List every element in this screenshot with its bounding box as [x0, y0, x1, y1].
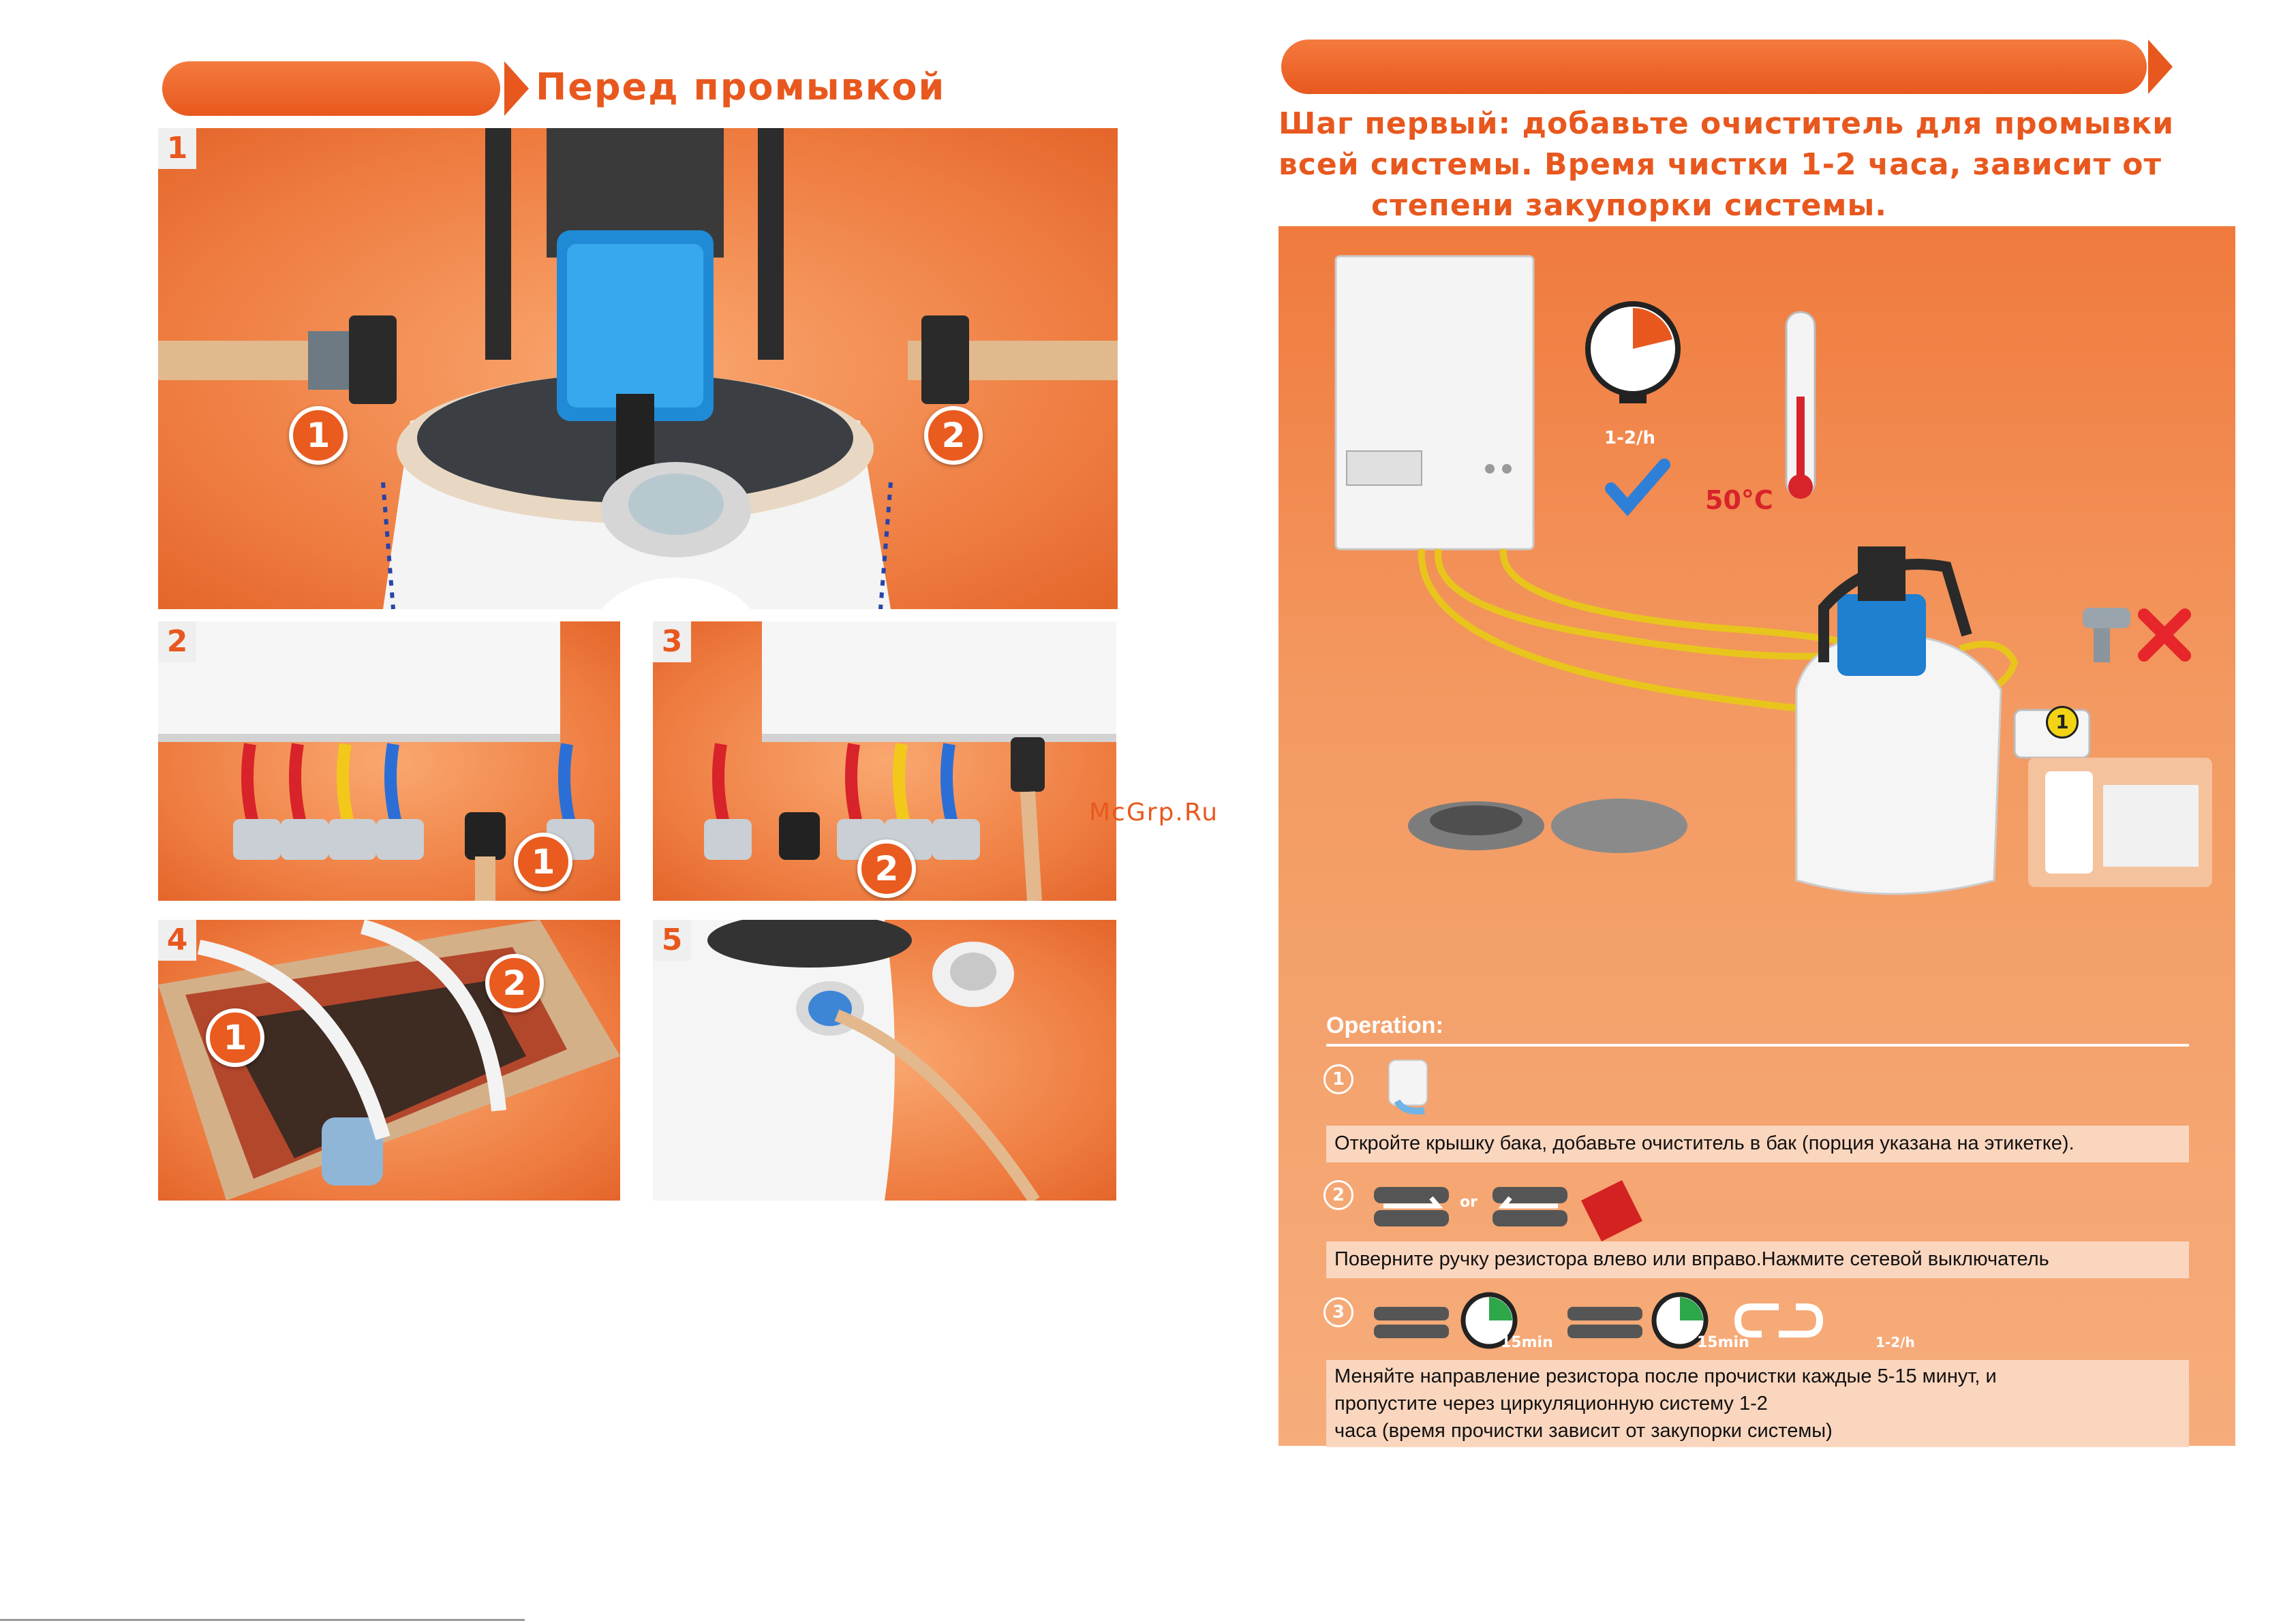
callout-2: 2: [857, 839, 916, 898]
pump-callout: 1: [2046, 706, 2079, 739]
cleaner-product-box: [2028, 758, 2212, 887]
panel-number-3: 3: [653, 621, 691, 662]
photo-panel-2: 2 1: [158, 621, 620, 901]
boiler-unit: [1334, 255, 1535, 551]
rotate-arrows-icons: [1374, 1180, 1642, 1241]
panel-number-5: 5: [653, 920, 691, 961]
callout-2: 2: [924, 406, 983, 465]
operation-step-3-line-3: часа (время прочистки зависит от закупор…: [1334, 1420, 1833, 1442]
callout-1: 1: [289, 406, 348, 465]
operation-step-3-text: Меняйте направление резистора после проч…: [1326, 1360, 2189, 1447]
panel-number-1: 1: [158, 128, 196, 169]
boiler-valves-hose-illustration: [704, 621, 1116, 901]
or-label: or: [1460, 1194, 1478, 1211]
operation-step-1-text: Откройте крышку бака, добавьте очистител…: [1326, 1126, 2189, 1162]
cycle-label: 1-2/h: [1876, 1334, 1915, 1350]
pump-top-illustration: [158, 128, 1118, 609]
timer-label: 1-2/h: [1604, 428, 1655, 448]
temperature-label: 50°C: [1705, 485, 1773, 515]
callout-2: 2: [485, 954, 544, 1013]
step-heading-line-1: Шаг первый: добавьте очиститель для пром…: [1279, 106, 2175, 141]
timer-1-label: 15min: [1501, 1334, 1553, 1351]
power-switch-icon: [1581, 1180, 1642, 1241]
operation-divider: [1326, 1044, 2189, 1047]
tap-crossed-icon: [2083, 608, 2191, 662]
thermometer-icon: [1785, 311, 1816, 499]
callout-1: 1: [206, 1008, 264, 1067]
operation-step-3-line-1: Меняйте направление резистора после проч…: [1334, 1365, 1997, 1387]
timer-gauge: [1585, 301, 1681, 403]
operation-step-3-line-2: пропустите через циркуляционную систему …: [1334, 1393, 1768, 1415]
watermark-text: McGrp.Ru: [1089, 799, 1219, 826]
photo-panel-1: 1 1 2: [158, 128, 1118, 609]
left-header-arrow: [504, 61, 529, 116]
bottom-rule: [0, 1619, 525, 1621]
callout-1: 1: [514, 833, 572, 891]
timer-cycle-icons: [1374, 1292, 1824, 1349]
tank-fill-illustration: [653, 920, 1040, 1201]
operation-title: Operation:: [1326, 1013, 1443, 1038]
right-header-arrow: [2148, 40, 2173, 94]
panel-number-2: 2: [158, 621, 196, 662]
photo-panel-3: 3 2: [653, 621, 1116, 901]
boiler-valves-illustration: [158, 621, 594, 901]
system-illustration: [1334, 255, 2212, 895]
operation-step-3-number: 3: [1323, 1297, 1353, 1327]
panel-number-4: 4: [158, 920, 196, 961]
photo-panel-5: 5: [653, 920, 1116, 1201]
operation-step-2-number: 2: [1323, 1180, 1353, 1210]
cleaner-bottle-icon: [1388, 1060, 1428, 1115]
left-header-banner: [162, 61, 500, 116]
check-icon: [1605, 459, 1670, 516]
step-heading-line-3: степени закупорки системы.: [1371, 188, 1887, 223]
left-header-title: Перед промывкой: [536, 65, 946, 108]
step-heading-line-2: всей системы. Время чистки 1-2 часа, зав…: [1279, 147, 2162, 182]
photo-panel-4: 4 1 2: [158, 920, 620, 1201]
operation-step-2-text: Поверните ручку резистора влево или впра…: [1326, 1241, 2189, 1278]
operation-step-1-number: 1: [1323, 1064, 1353, 1094]
timer-2-label: 15min: [1697, 1334, 1749, 1351]
right-header-banner: [1281, 40, 2147, 94]
